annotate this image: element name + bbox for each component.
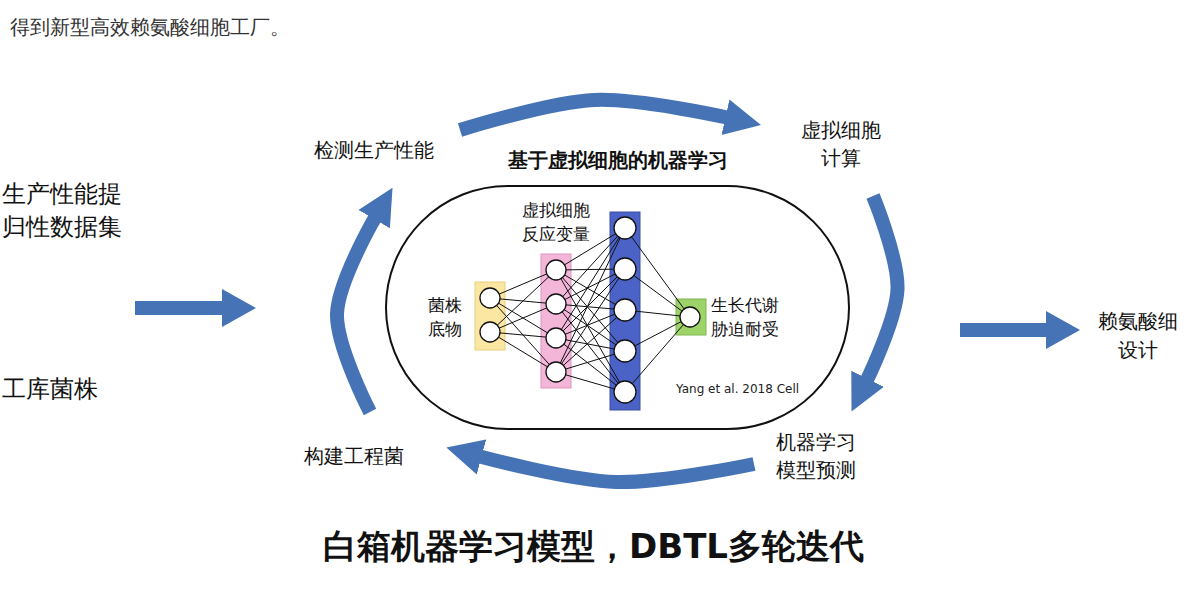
neuron [546,260,566,280]
neuron [546,328,566,348]
text-label: 工库菌株 [2,374,98,405]
cycle-step: 构建工程菌 [300,440,408,472]
neuron [546,294,566,314]
step-label: 构建工程菌 [304,442,404,470]
neuron [480,288,500,308]
step-label: 虚拟细胞 计算 [799,116,883,172]
network-link [556,310,625,372]
network-link [490,304,556,332]
cycle-arrow [337,216,376,412]
input-arrow-shaft [135,301,223,315]
neuron [680,307,700,327]
cycle-arrow [478,456,754,482]
text-label: Yang et al. 2018 Cell [676,382,799,398]
neural-network [475,212,706,410]
neuron [614,217,636,239]
input-arrow-head [222,289,256,327]
text-label: 虚拟细胞 反应变量 [516,199,596,247]
text-label: 得到新型高效赖氨酸细胞工厂。 [10,14,290,40]
cycle-step: 检测生产性能 [310,134,438,166]
network-link [556,269,625,372]
neuron [614,299,636,321]
neuron [480,322,500,342]
cycle-arrow [460,100,729,130]
network-link [490,270,556,298]
output-arrow-shaft [960,323,1048,337]
frame-heading: 基于虚拟细胞的机器学习 [387,147,848,174]
neuron [546,362,566,382]
step-label: 检测生产性能 [314,136,434,164]
cycle-step: 虚拟细胞 计算 [795,114,887,174]
neuron [614,340,636,362]
step-label: 机器学习 模型预测 [770,428,862,484]
neuron [614,381,636,403]
network-link [556,228,625,338]
cycle-step: 机器学习 模型预测 [766,426,866,486]
layer-band [475,282,505,350]
text-label: 菌株 底物 [428,294,470,342]
cycle-arrow [866,196,898,382]
text-label: 生产性能提 归性数据集 [2,178,130,244]
neuron [614,258,636,280]
caption: 白箱机器学习模型，DBTL多轮迭代 [0,524,1187,570]
text-label: 生长代谢 胁迫耐受 [711,294,789,342]
side-arrows [135,289,1080,349]
text-label: 赖氨酸细 设计 [1094,307,1182,365]
output-arrow-head [1046,311,1080,349]
